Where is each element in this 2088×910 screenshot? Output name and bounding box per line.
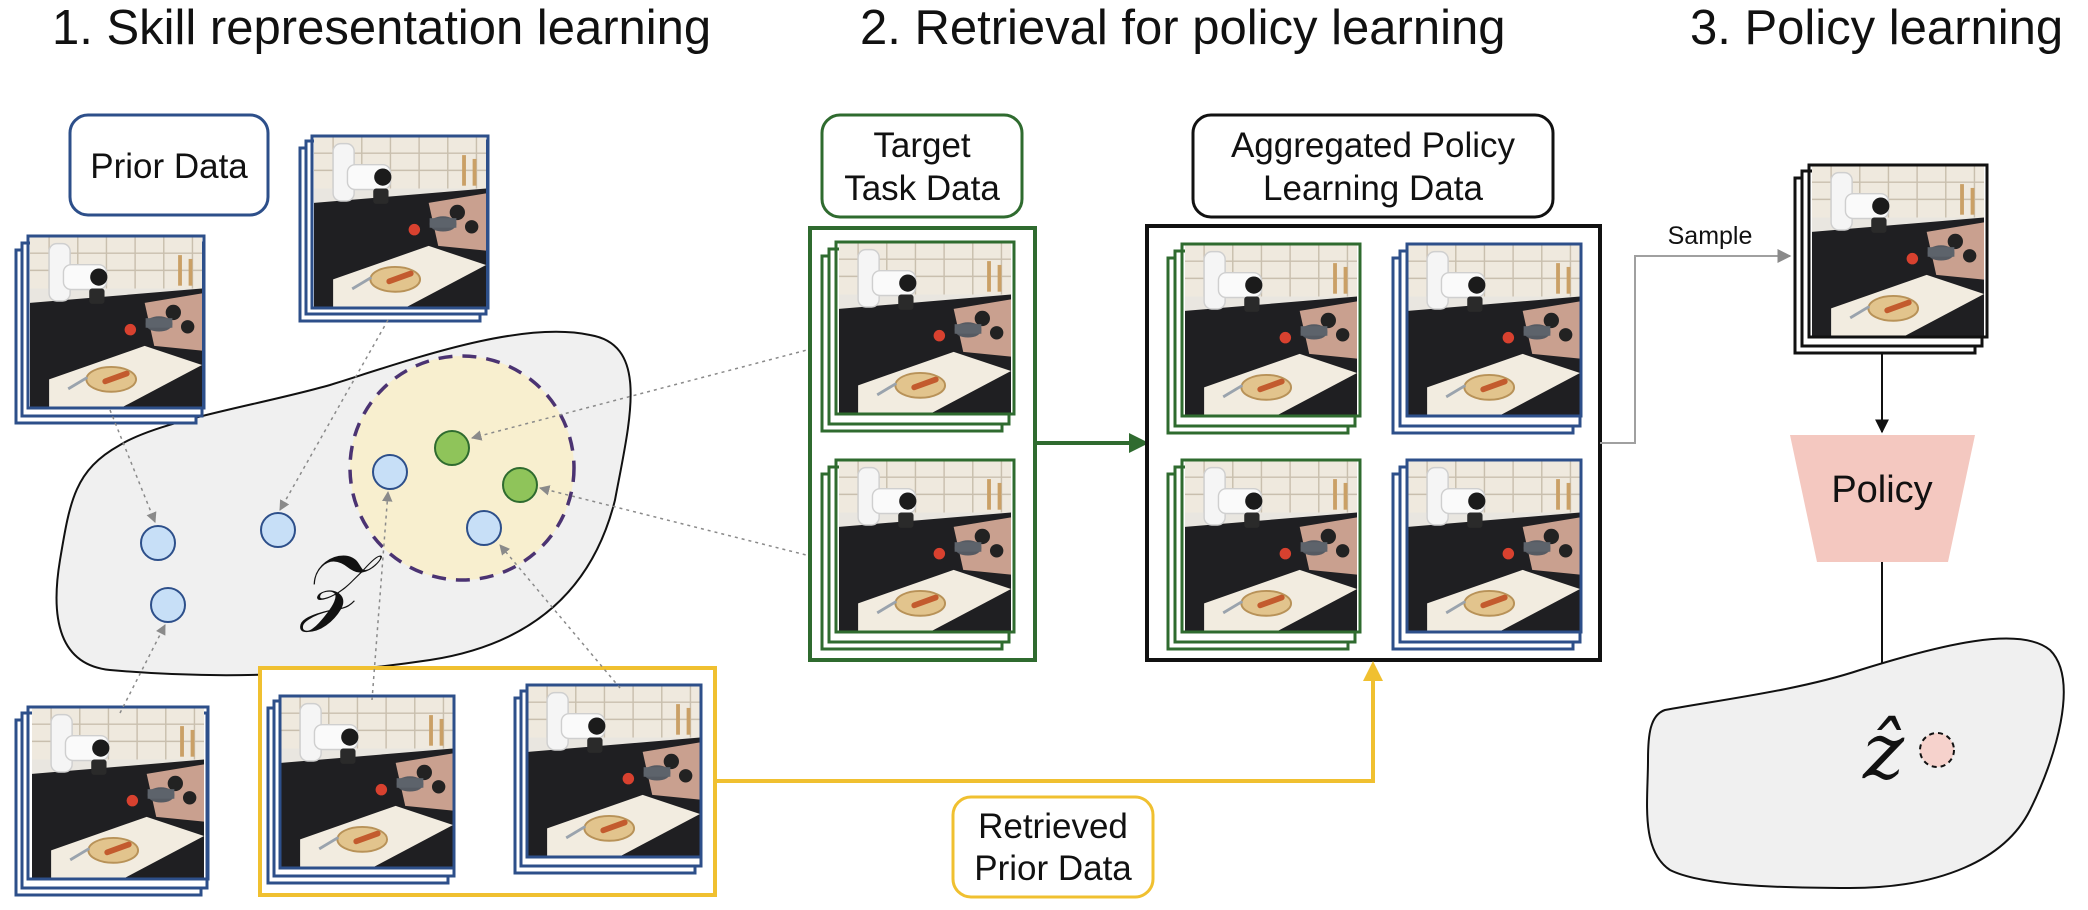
target-embedding-point [502, 467, 538, 503]
target-task-data-label-box [820, 113, 1024, 219]
retrieved-prior-data-label-box [951, 795, 1155, 899]
retrieval-neighborhood [348, 354, 576, 582]
aggregated-target-stack [1166, 242, 1362, 435]
predicted-latent-point [1919, 732, 1955, 768]
retrieved-data-stack [266, 694, 456, 885]
embedding-point [150, 587, 186, 623]
embedding-point [140, 525, 176, 561]
section-title-policy-learning: 3. Policy learning [1690, 1, 2063, 55]
retrieved-label-line1: Retrieved [978, 807, 1128, 846]
target-data-stack [820, 240, 1016, 433]
target-embedding-point [434, 430, 470, 466]
embedding-point [466, 510, 502, 546]
sampled-data-stack [1793, 163, 1989, 355]
retrieved-to-aggregate-arrow [715, 661, 1383, 783]
embedding-association-arrows [109, 319, 827, 714]
prior-data-stack [14, 705, 210, 897]
prior-data-stack [298, 134, 490, 323]
prior-data-label: Prior Data [90, 147, 248, 186]
section-title-skill-representation: 1. Skill representation learning [52, 1, 711, 55]
sample-label: Sample [1668, 222, 1753, 250]
aggregated-label-line2: Learning Data [1263, 169, 1483, 208]
section-title-retrieval: 2. Retrieval for policy learning [860, 1, 1505, 55]
aggregated-prior-stack [1391, 242, 1583, 435]
retrieved-label-line2: Prior Data [974, 849, 1132, 888]
predicted-latent-space [1646, 637, 2065, 890]
policy-label: Policy [1831, 469, 1932, 511]
retrieved-data-stack [513, 683, 703, 875]
sample-arrow [1600, 249, 1792, 444]
target-label-line2: Task Data [844, 169, 1000, 208]
target-data-stack [820, 458, 1016, 651]
aggregated-prior-stack [1391, 458, 1583, 651]
prior-data-stack [14, 234, 206, 425]
aggregated-label-line1: Aggregated Policy [1231, 126, 1516, 165]
embedding-point [372, 454, 408, 490]
predicted-latent-label: ẑ [1862, 707, 1905, 797]
embedding-point [260, 512, 296, 548]
target-label-line1: Target [873, 126, 971, 165]
aggregated-target-stack [1166, 458, 1362, 651]
aggregated-data-label-box [1191, 113, 1555, 219]
policy-network [1790, 435, 1975, 562]
prior-data-label-box [68, 113, 270, 217]
